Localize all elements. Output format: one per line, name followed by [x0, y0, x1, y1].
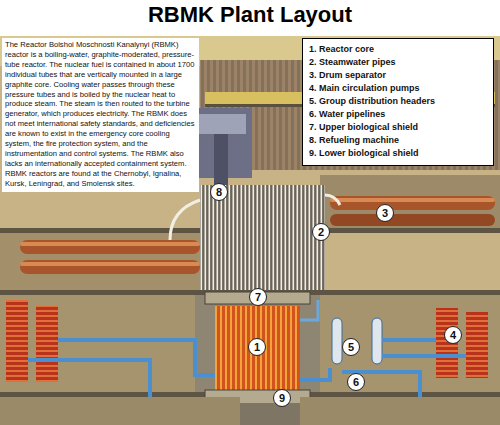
callout-text: 4 [450, 330, 456, 341]
key-entry: 3. Drum separator [309, 69, 487, 82]
drum-highlight [330, 198, 495, 202]
callout-text: 9 [279, 393, 285, 404]
callout-text: 6 [353, 377, 359, 388]
lower-floor [0, 397, 240, 425]
steam-pipe [170, 200, 200, 240]
right-hall [320, 175, 500, 228]
left-hall [0, 233, 200, 290]
description-box: The Reactor Bolshoi Moschnosti Kanalynyi… [2, 38, 199, 192]
key-entry: 1. Reactor core [309, 43, 487, 56]
callout-text: 2 [318, 227, 324, 238]
main-circulation-pump [466, 312, 488, 378]
description-text: The Reactor Bolshoi Moschnosti Kanalynyi… [5, 40, 196, 189]
callout-number: 4 [444, 326, 462, 344]
distribution-header [332, 318, 342, 364]
machine-mast [214, 134, 228, 186]
key-box: 1. Reactor core2. Steamwater pipes3. Dru… [302, 38, 494, 166]
callout-text: 1 [254, 342, 260, 353]
lower-floor [300, 397, 500, 425]
drum-separator [20, 260, 200, 274]
callout-number: 6 [347, 373, 365, 391]
callout-text: 3 [382, 208, 388, 219]
callout-text: 5 [348, 342, 354, 353]
callout-text: 7 [255, 292, 261, 303]
drum-highlight [20, 242, 200, 246]
drum-separator [330, 196, 495, 210]
callout-text: 8 [216, 187, 222, 198]
machine-cab [196, 114, 246, 134]
callout-number: 2 [312, 223, 330, 241]
drum-separator [20, 240, 200, 254]
pump-room [320, 295, 500, 392]
shaft-base [240, 404, 300, 425]
diagram-title: RBMK Plant Layout [0, 2, 500, 28]
key-entry: 5. Group distribution headers [309, 95, 487, 108]
water-pipeline [300, 340, 480, 405]
callout-number: 1 [248, 338, 266, 356]
callout-number: 5 [342, 338, 360, 356]
drum-highlight [20, 262, 200, 266]
key-entry: 7. Upper biological shield [309, 121, 487, 134]
steam-pipe [325, 195, 340, 205]
callout-number: 8 [210, 183, 228, 201]
callout-number: 7 [249, 288, 267, 306]
main-circulation-pump [6, 300, 28, 382]
callout-number: 3 [376, 204, 394, 222]
water-pipeline [300, 300, 318, 320]
distribution-header [372, 318, 382, 364]
drum-separator [330, 214, 495, 226]
main-circulation-pump [36, 306, 58, 382]
key-entry: 6. Water pipelines [309, 108, 487, 121]
upper-biological-shield [205, 292, 310, 304]
reactor-core [215, 306, 300, 392]
key-entry: 2. Steamwater pipes [309, 56, 487, 69]
key-entry: 8. Refueling machine [309, 134, 487, 147]
key-entry: 9. Lower biological shield [309, 147, 487, 160]
callout-number: 9 [273, 389, 291, 407]
reactor-shaft [195, 295, 320, 392]
building [0, 36, 500, 425]
pump-room [0, 295, 195, 392]
key-entry: 4. Main circulation pumps [309, 82, 487, 95]
